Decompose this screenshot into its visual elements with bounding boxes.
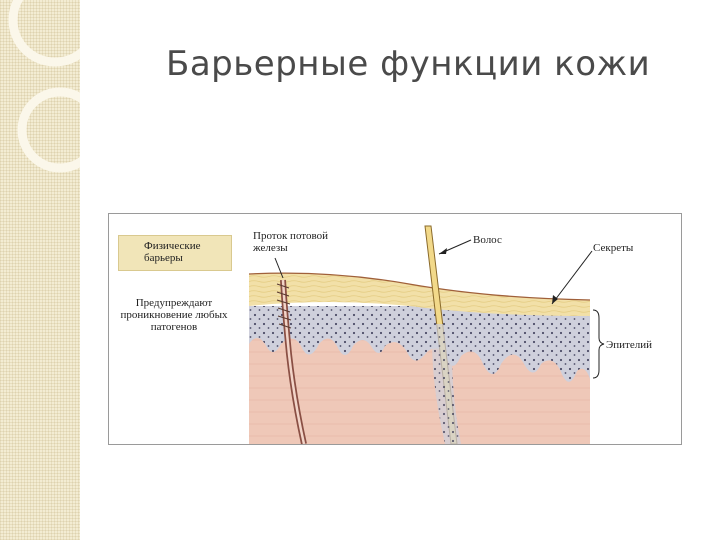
epithelium-bracket — [592, 309, 605, 379]
skin-illustration — [248, 225, 605, 444]
stratum-corneum-layer — [249, 273, 590, 316]
decorative-circles — [8, 0, 80, 173]
duct-pointer — [274, 257, 284, 279]
physical-barriers-box: Физические барьеры — [118, 235, 232, 271]
duct-label: Проток потовой железы — [253, 230, 328, 254]
epithelium-label: Эпителий — [606, 339, 652, 351]
physical-barriers-label: Физические барьеры — [144, 240, 201, 264]
hair-label: Волос — [473, 234, 502, 246]
secretions-label: Секреты — [593, 242, 634, 254]
slide-title: Барьерные функции кожи — [166, 44, 651, 84]
decorative-sidebar — [0, 0, 80, 540]
barrier-description: Предупреждают проникновение любых патоге… — [120, 297, 228, 333]
skin-diagram: Физические барьеры Предупреждают проникн… — [108, 213, 682, 445]
secretions-pointer — [551, 250, 593, 305]
